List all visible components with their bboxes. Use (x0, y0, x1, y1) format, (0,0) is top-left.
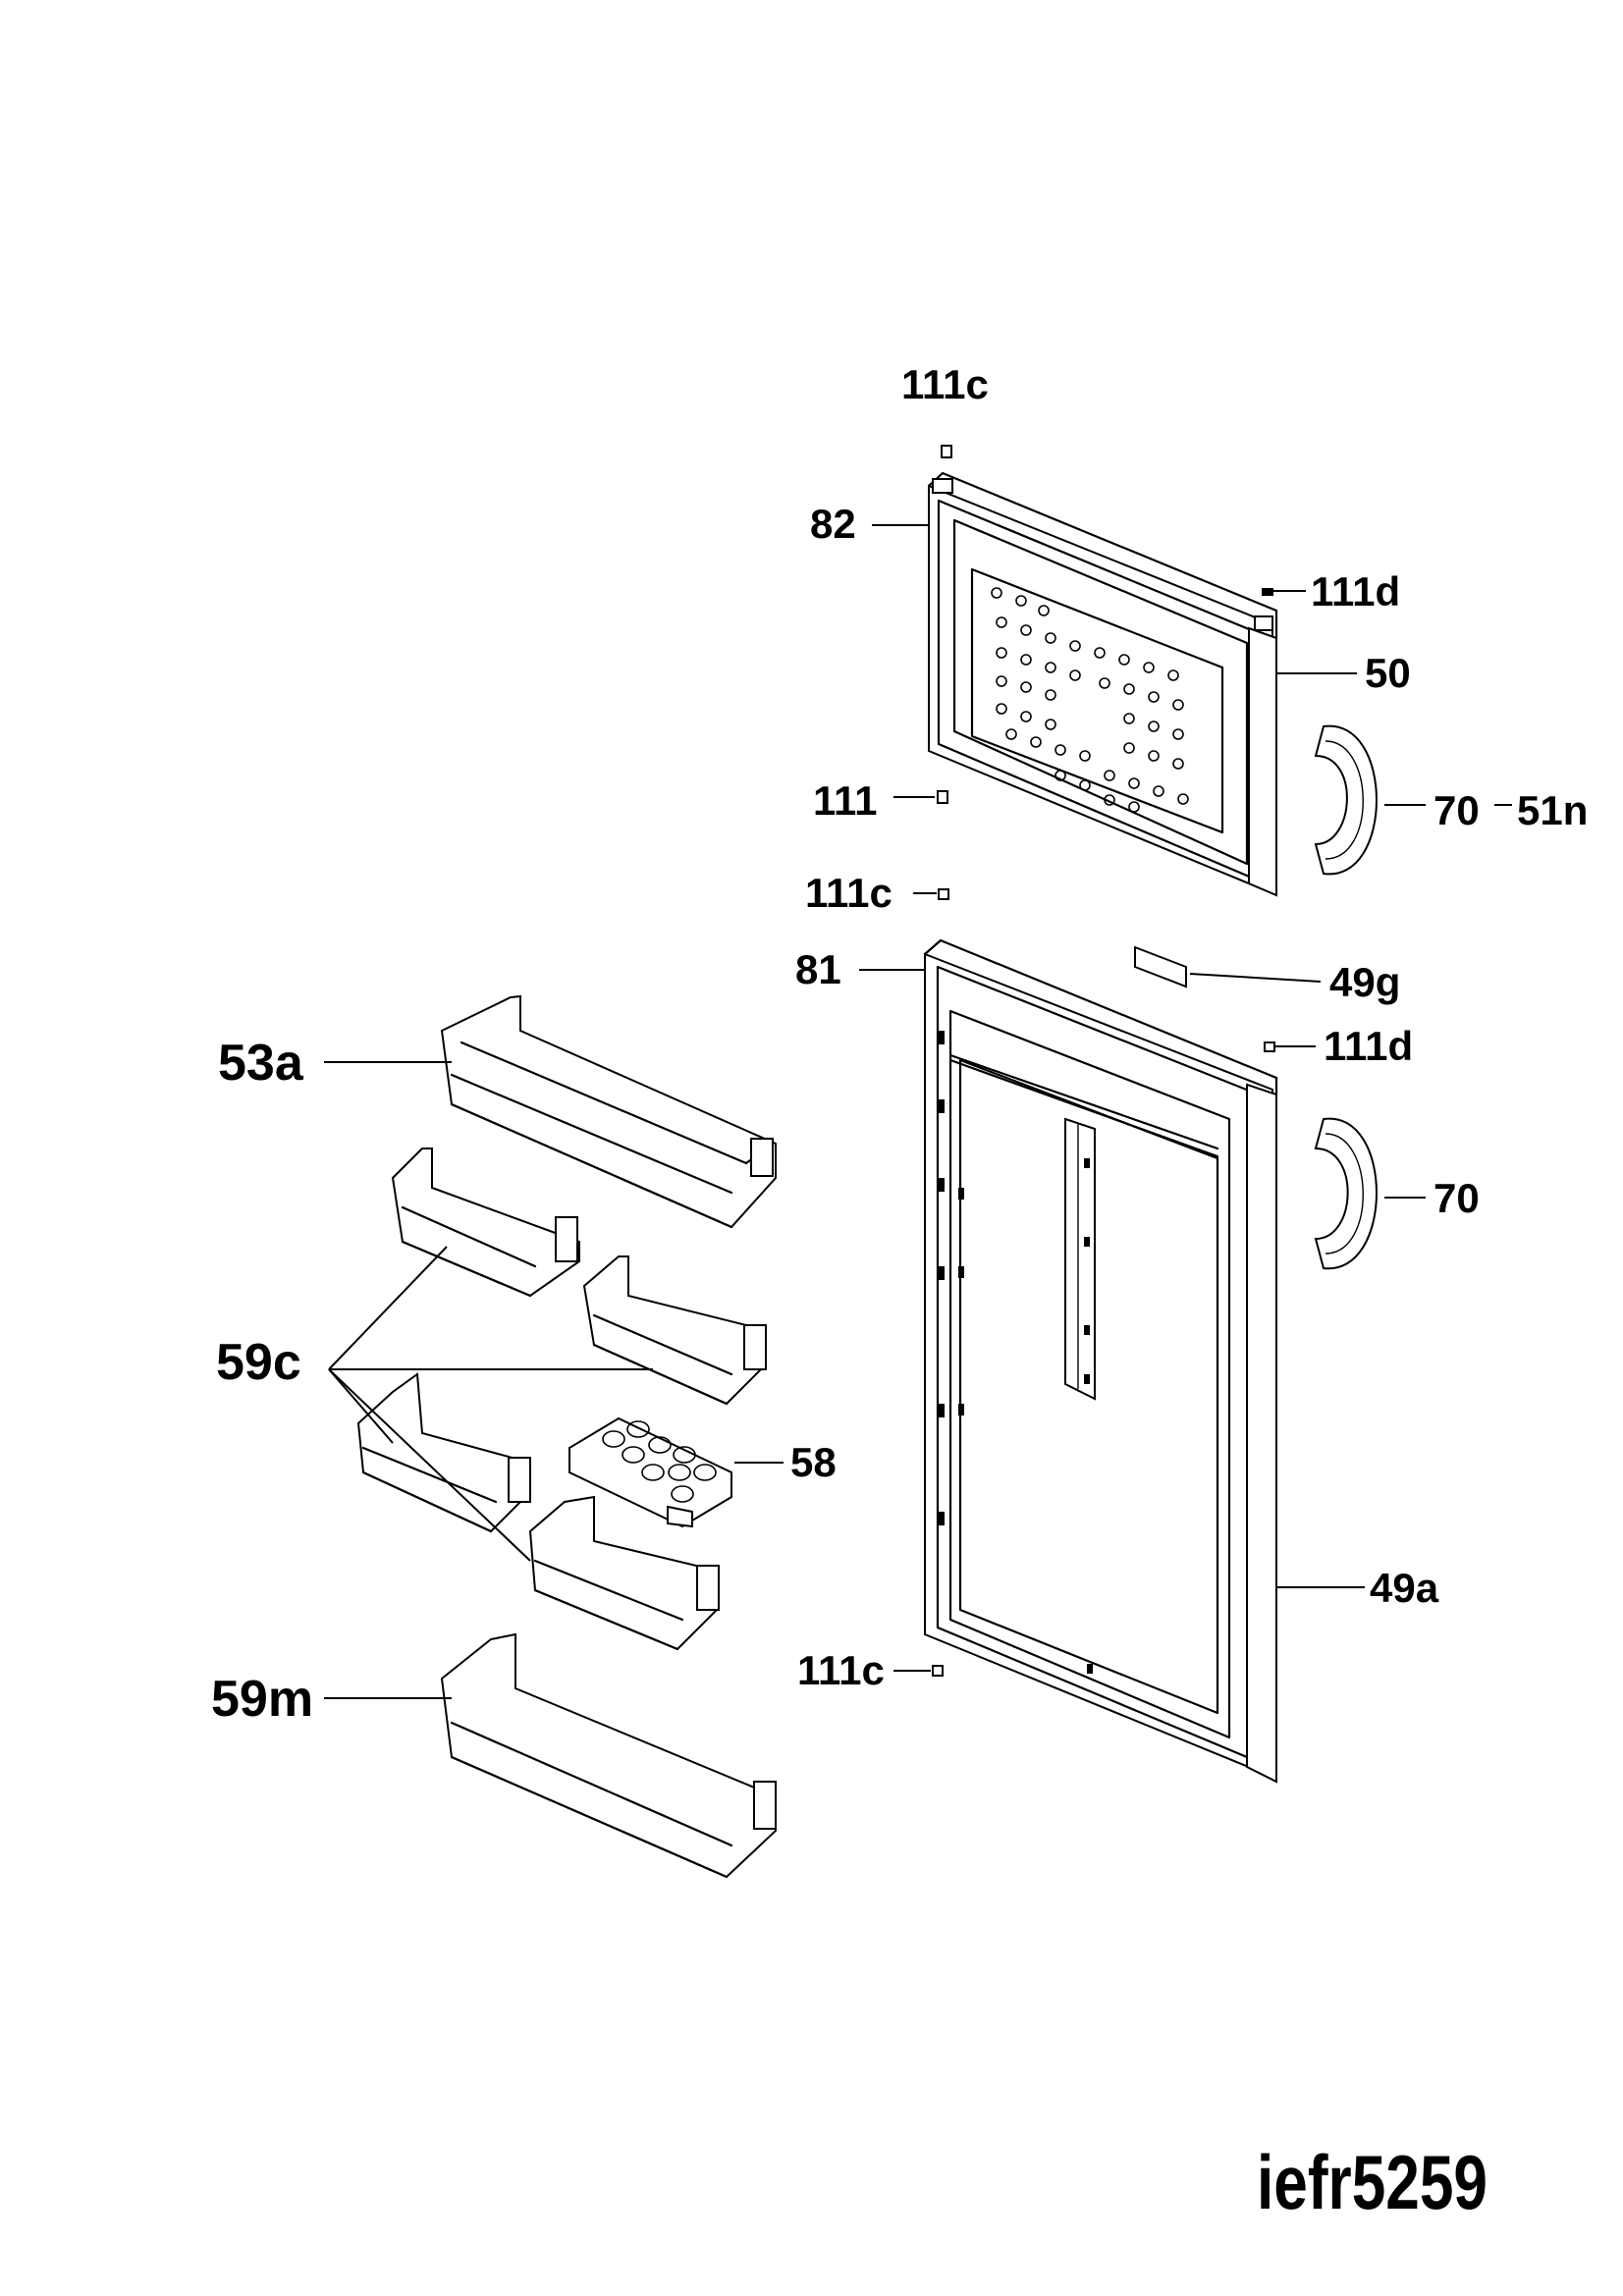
freezer-door (927, 471, 1278, 897)
label-53a: 53a (218, 1035, 304, 1092)
label-49a: 49a (1370, 1565, 1439, 1611)
door-bin-59c-2 (582, 1255, 767, 1406)
callout-labels: 111c 82 111d 50 111 70 51n 111c 81 49g 1… (211, 361, 1588, 1728)
bottle-shelf-53a (440, 994, 777, 1229)
door-bin-59c-1 (391, 1148, 580, 1298)
label-111d-mid: 111d (1324, 1023, 1413, 1069)
label-70-mid: 70 (1434, 1175, 1480, 1221)
label-82: 82 (810, 501, 856, 547)
label-51n: 51n (1517, 787, 1588, 833)
label-70-top: 70 (1434, 787, 1480, 833)
fridge-door-clips (939, 1031, 1093, 1674)
label-111c-mid: 111c (805, 870, 893, 916)
label-50: 50 (1365, 650, 1411, 696)
leader-lines (324, 524, 1512, 1699)
bottle-shelf-59m (440, 1632, 777, 1879)
label-111: 111 (813, 777, 877, 824)
label-111c-top: 111c (901, 361, 989, 407)
fridge-handle (1314, 1117, 1378, 1270)
label-111c-bottom: 111c (797, 1647, 885, 1693)
label-58: 58 (790, 1439, 837, 1485)
egg-tray-58 (568, 1416, 732, 1528)
fridge-door (923, 938, 1278, 1784)
label-59c: 59c (216, 1334, 301, 1391)
freezer-handle (1314, 724, 1378, 876)
label-59m: 59m (211, 1671, 313, 1728)
label-81: 81 (795, 946, 841, 992)
freezer-door-dimples (991, 587, 1189, 813)
model-id: iefr5259 (1257, 2139, 1488, 2225)
door-bin-59c-3 (356, 1372, 531, 1533)
door-bin-59c-4 (528, 1495, 720, 1651)
label-111d-top: 111d (1311, 568, 1400, 614)
label-49g: 49g (1329, 959, 1400, 1005)
